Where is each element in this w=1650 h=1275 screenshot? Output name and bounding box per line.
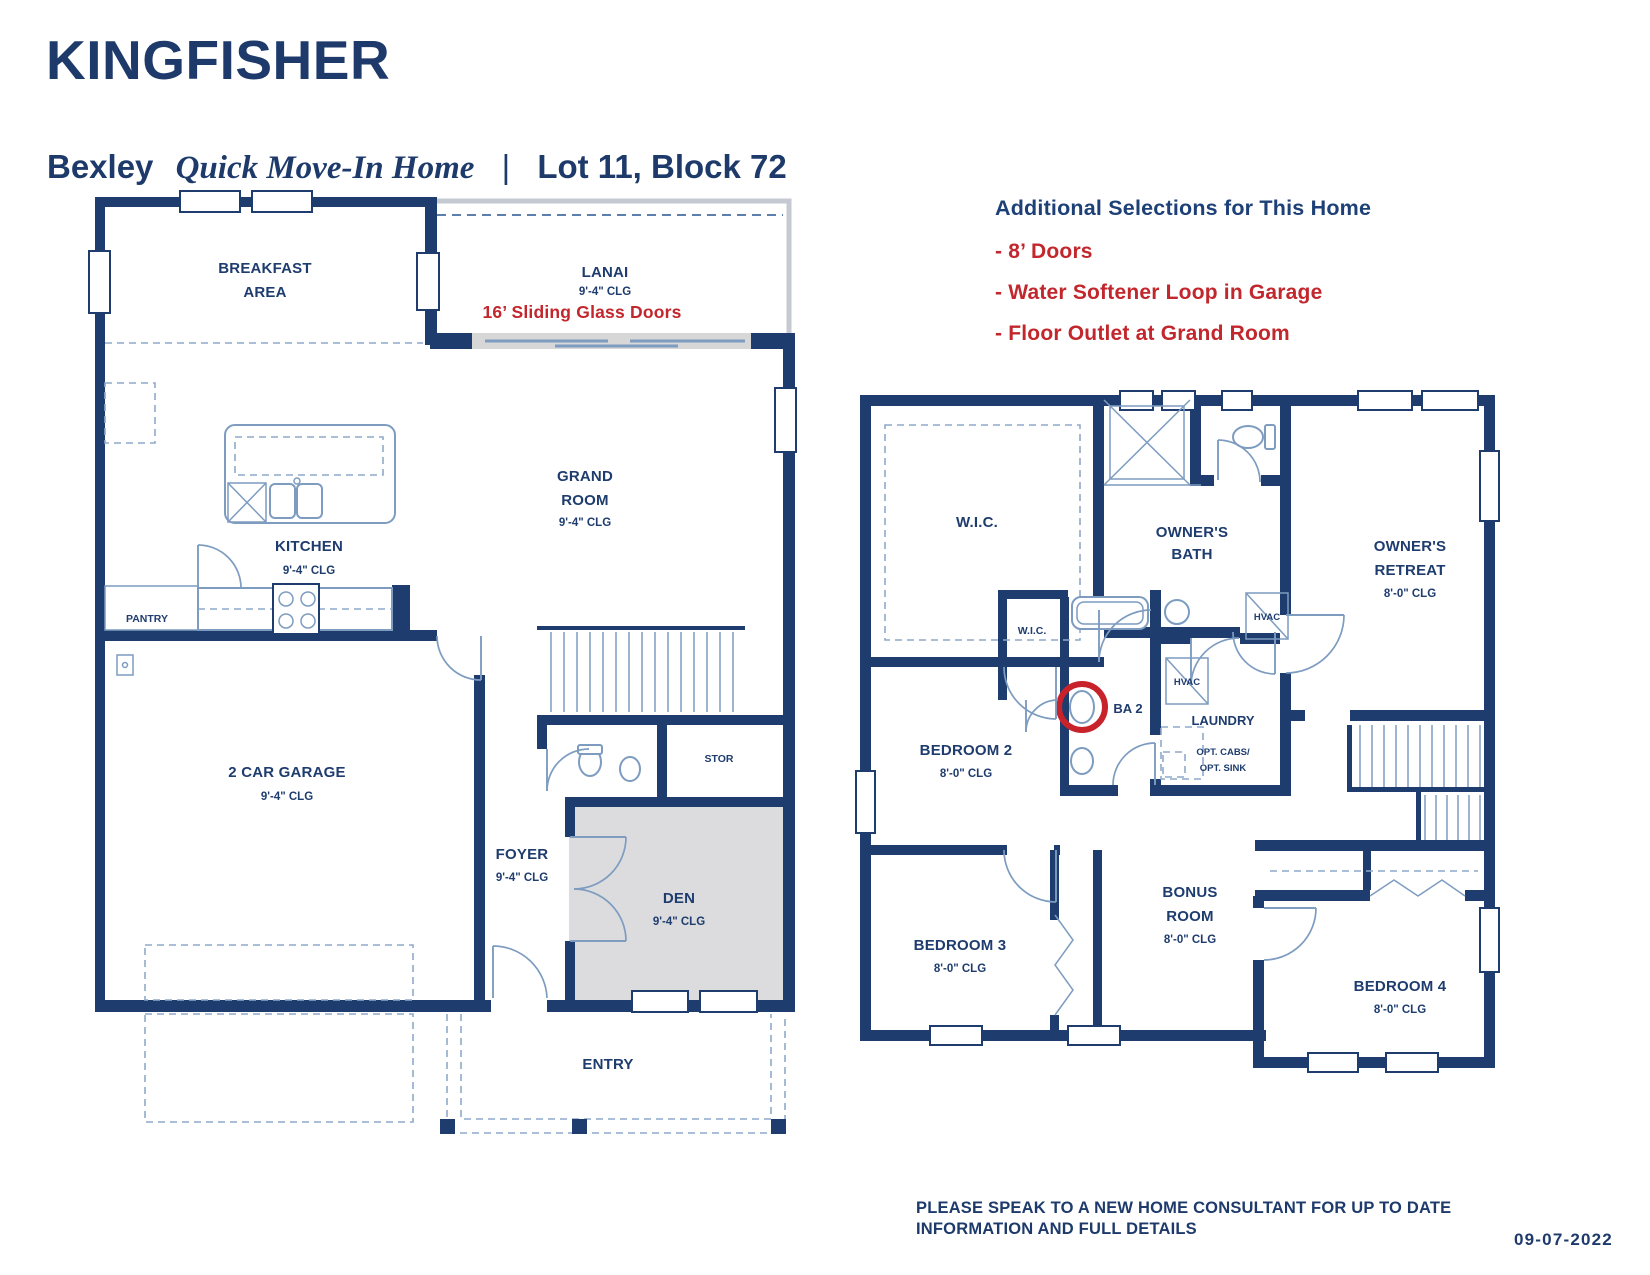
floor2-door-arcs xyxy=(1003,609,1345,961)
ceiling-label-bedroom2: 8'-0" CLG xyxy=(940,768,992,780)
kitchen-island xyxy=(224,424,396,524)
room-label-den: DEN xyxy=(663,890,695,907)
room-label-lanai: LANAI xyxy=(582,264,629,281)
room-label-ba2: BA 2 xyxy=(1113,701,1142,716)
ceiling-label-kitchen: 9'-4" CLG xyxy=(283,565,335,577)
room-label-bonus: BONUS xyxy=(1162,884,1217,901)
sliding-glass-door xyxy=(430,333,793,349)
ceiling-label-den: 9'-4" CLG xyxy=(653,916,705,928)
hvac-closets xyxy=(1165,592,1289,705)
subtitle-divider: | xyxy=(501,148,511,185)
label-hvac-2: HVAC xyxy=(1174,677,1200,688)
lot-block-label: Lot 11, Block 72 xyxy=(537,148,787,185)
additional-selections: Additional Selections for This Home - 8’… xyxy=(995,196,1371,363)
floor1-room-labels: BREAKFAST AREA LANAI 9'-4" CLG 16’ Slidi… xyxy=(126,260,734,1073)
floor1-windows xyxy=(88,190,797,1013)
subtitle-tagline: Quick Move-In Home xyxy=(175,150,475,186)
date-stamp: 09-07-2022 xyxy=(1514,1230,1613,1249)
room-label-laundry: LAUNDRY xyxy=(1191,713,1254,728)
room-label-entry: ENTRY xyxy=(582,1056,633,1073)
ceiling-label-owners-retreat: 8'-0" CLG xyxy=(1384,588,1436,600)
room-label-pantry: PANTRY xyxy=(126,613,168,625)
room-label-stor: STOR xyxy=(705,753,734,765)
second-floor-plan: W.I.C. OWNER'S BATH OWNER'S RETREAT 8'-0… xyxy=(855,390,1500,1073)
room-label-wic-2: W.I.C. xyxy=(1018,625,1047,637)
ba2-bathtub xyxy=(1071,596,1149,630)
floor2-room-labels: W.I.C. OWNER'S BATH OWNER'S RETREAT 8'-0… xyxy=(914,514,1447,1016)
ceiling-label-bedroom3: 8'-0" CLG xyxy=(934,963,986,975)
stairs-first-floor xyxy=(550,632,734,712)
room-label-kitchen: KITCHEN xyxy=(275,538,343,555)
closet-bifold-doors xyxy=(1054,870,1478,1016)
room-label-owners-bath: OWNER'S xyxy=(1156,524,1228,541)
ceiling-label-bedroom4: 8'-0" CLG xyxy=(1374,1004,1426,1016)
front-door xyxy=(491,945,548,1014)
ceiling-label-foyer: 9'-4" CLG xyxy=(496,872,548,884)
room-label-bedroom2: BEDROOM 2 xyxy=(920,742,1013,759)
owners-closet-shelving xyxy=(884,424,1081,641)
ba2-annotation-circle xyxy=(1056,681,1108,733)
powder-room xyxy=(546,744,641,792)
ceiling-label-garage: 9'-4" CLG xyxy=(261,791,313,803)
selection-item: - Water Softener Loop in Garage xyxy=(995,281,1323,304)
ceiling-label-lanai: 9'-4" CLG xyxy=(579,286,631,298)
room-label-owners-retreat: OWNER'S xyxy=(1374,538,1446,555)
sliding-doors-annotation: 16’ Sliding Glass Doors xyxy=(482,302,681,322)
selection-item: - 8’ Doors xyxy=(995,240,1093,263)
room-label-bonus-2: ROOM xyxy=(1166,908,1213,925)
room-label-bedroom4: BEDROOM 4 xyxy=(1354,978,1447,995)
garage-door-outline xyxy=(144,944,414,1123)
first-floor-plan: BREAKFAST AREA LANAI 9'-4" CLG 16’ Slidi… xyxy=(88,190,797,1134)
room-label-foyer: FOYER xyxy=(496,846,549,863)
label-opt-cabs: OPT. CABS/ xyxy=(1196,747,1250,758)
ba2-fixtures xyxy=(1069,690,1095,775)
kitchen-counter xyxy=(197,583,393,635)
room-label-owners-bath-2: BATH xyxy=(1171,546,1212,563)
den-floor-shading xyxy=(569,801,791,1006)
garage-entry-door xyxy=(436,635,482,681)
entry-porch xyxy=(440,1014,786,1134)
room-label-grand-2: ROOM xyxy=(561,492,608,509)
room-label-breakfast: BREAKFAST xyxy=(218,260,311,277)
page-subtitle: Bexley Quick Move-In Home | Lot 11, Bloc… xyxy=(47,148,787,187)
room-label-grand: GRAND xyxy=(557,468,613,485)
room-label-bedroom3: BEDROOM 3 xyxy=(914,937,1007,954)
den-double-doors xyxy=(570,836,627,942)
laundry-opt-cabinets xyxy=(1160,726,1204,780)
room-label-owners-retreat-2: RETREAT xyxy=(1374,562,1445,579)
shower xyxy=(1103,399,1201,486)
garage-electrical-panel xyxy=(116,654,134,676)
stairs-second-floor xyxy=(1359,725,1481,840)
selections-heading: Additional Selections for This Home xyxy=(995,196,1372,220)
pantry-nook xyxy=(104,544,242,631)
selection-item: - Floor Outlet at Grand Room xyxy=(995,322,1290,345)
room-label-wic-owner: W.I.C. xyxy=(956,514,998,531)
ceiling-label-grand: 9'-4" CLG xyxy=(559,517,611,529)
disclaimer-text: PLEASE SPEAK TO A NEW HOME CONSULTANT FO… xyxy=(916,1199,1452,1238)
room-label-breakfast-2: AREA xyxy=(243,284,286,301)
page-title: KINGFISHER xyxy=(46,29,391,91)
ceiling-label-bonus: 8'-0" CLG xyxy=(1164,934,1216,946)
lanai-screen-walls xyxy=(437,198,792,335)
label-hvac-1: HVAC xyxy=(1254,612,1280,623)
room-label-garage: 2 CAR GARAGE xyxy=(228,764,345,781)
refrigerator-outline xyxy=(104,382,156,444)
community-name: Bexley xyxy=(47,148,154,185)
label-opt-sink: OPT. SINK xyxy=(1200,763,1247,774)
owners-toilet-room xyxy=(1217,424,1276,483)
